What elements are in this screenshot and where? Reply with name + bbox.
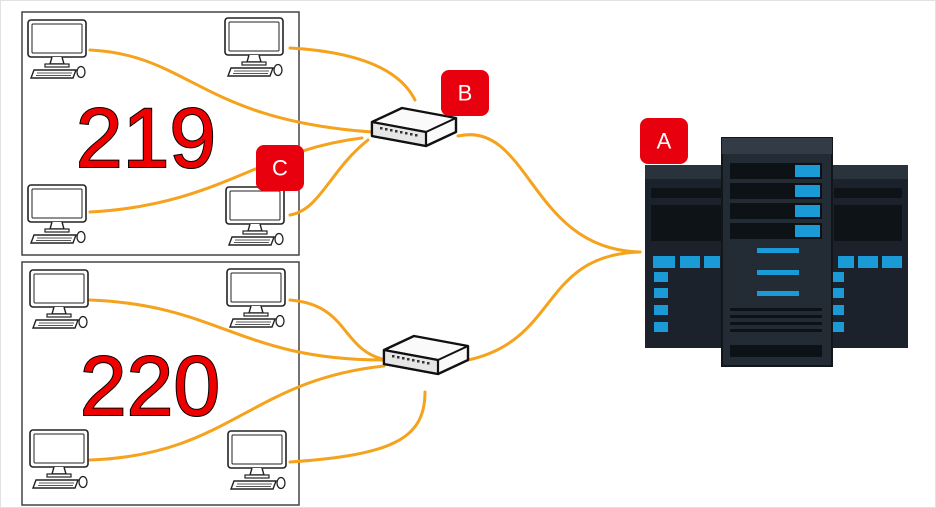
network-switch-icon [382, 334, 470, 376]
cable-220-pc3 [88, 364, 386, 462]
label-b-badge: B [441, 70, 489, 116]
cable-219-pc4 [288, 138, 370, 217]
cable-219-pc3 [88, 136, 364, 214]
label-c-badge: C [256, 145, 304, 191]
cable-switch1-server [456, 133, 642, 254]
cable-220-pc4 [288, 390, 427, 464]
desktop-computer-icon [27, 19, 87, 79]
desktop-computer-icon [27, 184, 87, 244]
label-a-text: A [657, 129, 672, 154]
cable-219-pc2 [288, 46, 417, 102]
cable-switch2-server [466, 250, 642, 362]
room-number-220: 220 [80, 339, 220, 433]
room-number-219: 219 [76, 91, 216, 185]
server-rack-icon [645, 137, 908, 367]
cable-219-pc1 [88, 48, 374, 134]
cables [88, 46, 642, 464]
label-b-text: B [458, 81, 473, 106]
desktop-computer-icon [225, 186, 285, 246]
desktop-computer-icon [224, 17, 284, 77]
label-c-text: C [272, 156, 288, 181]
cable-220-pc2 [288, 298, 388, 362]
label-a-badge: A [640, 118, 688, 164]
cable-220-pc1 [88, 298, 386, 362]
